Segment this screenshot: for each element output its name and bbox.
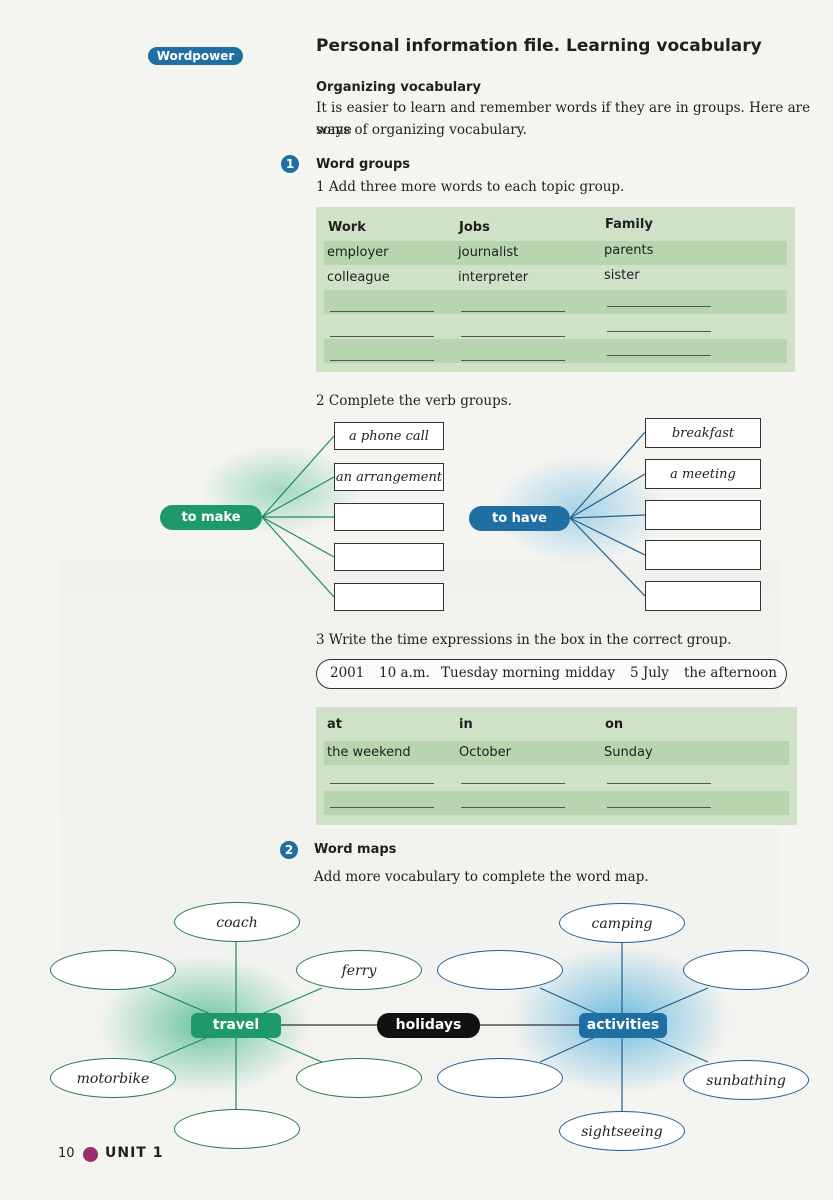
table-cell: colleague xyxy=(327,270,390,285)
time-expression: 10 a.m. xyxy=(379,665,430,681)
answer-line[interactable] xyxy=(607,355,711,356)
table-cell: sister xyxy=(604,268,640,283)
answer-line[interactable] xyxy=(330,807,434,808)
time-expression: Tuesday morning xyxy=(441,665,560,681)
section2-instruction: Add more vocabulary to complete the word… xyxy=(314,869,649,885)
to-make-pill: to make xyxy=(160,505,262,530)
verb-box-make-blank[interactable] xyxy=(334,583,444,611)
wordpower-badge: Wordpower xyxy=(148,47,243,65)
answer-line[interactable] xyxy=(461,311,565,312)
table-row: employer journalist parents xyxy=(324,241,787,265)
verb-box-have: a meeting xyxy=(645,459,761,489)
holidays-node: holidays xyxy=(377,1013,480,1038)
unit-label: UNIT 1 xyxy=(105,1145,164,1161)
task1-instruction: 1 Add three more words to each topic gro… xyxy=(316,179,625,195)
verb-box-have: breakfast xyxy=(645,418,761,448)
word-groups-table: Work Jobs Family employer journalist par… xyxy=(316,207,795,372)
answer-line[interactable] xyxy=(461,360,565,361)
time-expression: 2001 xyxy=(330,665,365,681)
intro-text-line1: It is easier to learn and remember words… xyxy=(316,100,811,138)
answer-line[interactable] xyxy=(607,331,711,332)
activities-oval: sunbathing xyxy=(683,1060,809,1100)
answer-line[interactable] xyxy=(330,311,434,312)
section-number-2: 2 xyxy=(280,841,298,859)
answer-line[interactable] xyxy=(461,807,565,808)
task2-instruction: 2 Complete the verb groups. xyxy=(316,393,512,409)
answer-line[interactable] xyxy=(607,306,711,307)
verb-box-make-blank[interactable] xyxy=(334,543,444,571)
travel-oval-blank[interactable] xyxy=(174,1109,300,1149)
table-row-blank xyxy=(324,339,787,363)
unit-dot-icon xyxy=(83,1147,98,1162)
section1-heading: Word groups xyxy=(316,157,410,172)
time-expression: 5 July xyxy=(630,665,669,681)
verb-box-have-blank[interactable] xyxy=(645,581,761,611)
activities-oval-blank[interactable] xyxy=(437,1058,563,1098)
verb-box-have-blank[interactable] xyxy=(645,500,761,530)
table-row-blank xyxy=(324,791,789,815)
answer-line[interactable] xyxy=(607,783,711,784)
travel-oval: ferry xyxy=(296,950,422,990)
section-number-1: 1 xyxy=(281,155,299,173)
travel-oval: coach xyxy=(174,902,300,942)
time-expressions-box: 2001 10 a.m. Tuesday morning midday 5 Ju… xyxy=(316,659,787,689)
col-header-in: in xyxy=(459,717,473,732)
col-header-on: on xyxy=(605,717,624,732)
verb-box-make: a phone call xyxy=(334,422,444,450)
travel-node: travel xyxy=(191,1013,281,1038)
answer-line[interactable] xyxy=(330,360,434,361)
col-header-at: at xyxy=(327,717,342,732)
table-cell: interpreter xyxy=(458,270,529,285)
verb-box-make: an arrangement xyxy=(334,463,444,491)
time-expression: midday xyxy=(565,665,616,681)
page-title: Personal information file. Learning voca… xyxy=(316,36,762,56)
table-cell: journalist xyxy=(458,245,519,260)
table-row-blank xyxy=(324,290,787,314)
time-expression: the afternoon xyxy=(684,665,777,681)
table-cell: October xyxy=(459,745,512,760)
table-row: the weekend October Sunday xyxy=(324,741,789,765)
travel-oval: motorbike xyxy=(50,1058,176,1098)
intro-subheading: Organizing vocabulary xyxy=(316,80,481,95)
table-cell: parents xyxy=(604,243,654,258)
table-cell: employer xyxy=(327,245,389,260)
activities-node: activities xyxy=(579,1013,667,1038)
activities-oval-blank[interactable] xyxy=(683,950,809,990)
answer-line[interactable] xyxy=(461,336,565,337)
verb-box-make-blank[interactable] xyxy=(334,503,444,531)
answer-line[interactable] xyxy=(330,783,434,784)
table-row: colleague interpreter sister xyxy=(324,266,787,290)
section2-heading: Word maps xyxy=(314,842,397,857)
activities-oval: sightseeing xyxy=(559,1111,685,1151)
activities-oval-blank[interactable] xyxy=(437,950,563,990)
travel-oval-blank[interactable] xyxy=(296,1058,422,1098)
task3-instruction: 3 Write the time expressions in the box … xyxy=(316,632,732,648)
answer-line[interactable] xyxy=(607,807,711,808)
verb-box-have-blank[interactable] xyxy=(645,540,761,570)
glow xyxy=(495,455,665,565)
table-cell: Sunday xyxy=(604,745,653,760)
col-header-jobs: Jobs xyxy=(459,220,490,235)
col-header-work: Work xyxy=(328,220,366,235)
answer-line[interactable] xyxy=(330,336,434,337)
to-have-pill: to have xyxy=(469,506,570,531)
page-number: 10 xyxy=(58,1146,75,1161)
intro-text-line2: ways of organizing vocabulary. xyxy=(316,122,527,138)
activities-oval: camping xyxy=(559,903,685,943)
travel-oval-blank[interactable] xyxy=(50,950,176,990)
col-header-family: Family xyxy=(605,217,653,232)
answer-line[interactable] xyxy=(461,783,565,784)
table-cell: the weekend xyxy=(327,745,411,760)
time-groups-table: at in on the weekend October Sunday xyxy=(316,707,797,825)
